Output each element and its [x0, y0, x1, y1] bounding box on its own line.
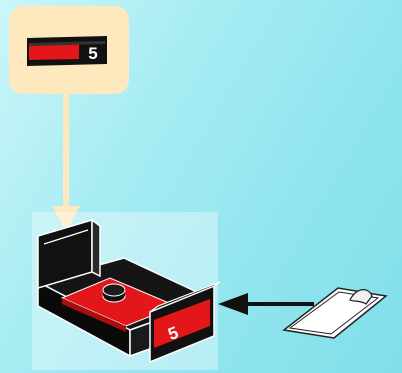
connector-arrow: [52, 94, 80, 232]
sticker-sheet-icon: [282, 287, 388, 339]
arrow-left-icon: [218, 293, 314, 315]
sticker-icon: 5: [27, 36, 107, 66]
callout-sticker-number: 5: [88, 44, 97, 63]
brick-model: 5: [35, 218, 221, 364]
model-sticker: [154, 299, 210, 348]
sticker-callout: 5: [9, 6, 129, 94]
